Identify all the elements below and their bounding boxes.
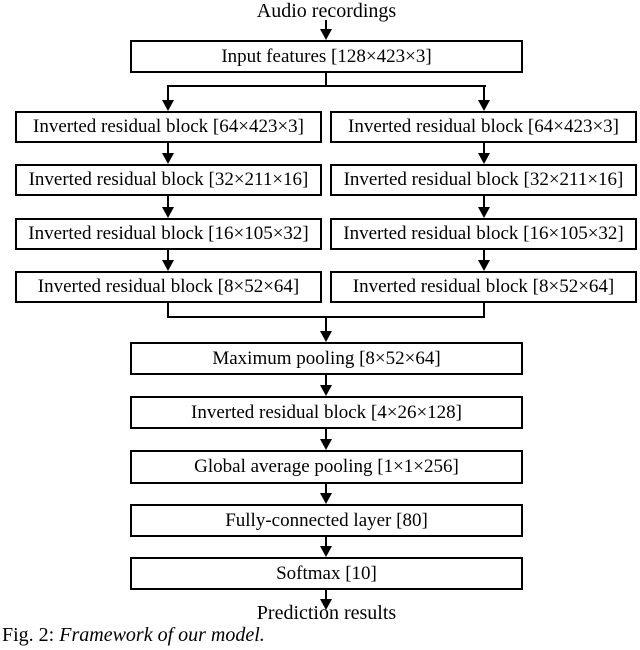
node-maximum-pooling: Maximum pooling [8×52×64] [130,342,523,375]
node-right-irb-4: Inverted residual block [8×52×64] [330,271,637,303]
caption-prefix: Fig. 2: [2,624,60,646]
arrow-down-icon [161,143,175,164]
node-left-irb-2: Inverted residual block [32×211×16] [15,164,322,196]
node-right-irb-1: Inverted residual block [64×423×3] [330,111,637,143]
figure-caption: Fig. 2: Framework of our model. [2,624,265,647]
arrow-down-icon [161,250,175,271]
merge-right-line [483,303,485,318]
arrow-down-icon [319,429,333,450]
node-right-irb-2: Inverted residual block [32×211×16] [330,164,637,196]
fork-horizontal-line [168,85,486,87]
arrow-down-icon [319,484,333,504]
node-right-irb-3: Inverted residual block [16×105×32] [330,218,637,250]
source-label: Audio recordings [256,0,397,22]
arrow-down-icon [319,316,333,342]
sink-label: Prediction results [256,602,397,624]
node-left-irb-1: Inverted residual block [64×423×3] [15,111,322,143]
arrow-down-icon [161,85,175,111]
arrow-down-icon [319,20,333,40]
node-input-features: Input features [128×423×3] [130,40,523,73]
node-softmax: Softmax [10] [130,557,523,590]
arrow-down-icon [319,375,333,396]
node-inverted-residual-block-5: Inverted residual block [4×26×128] [130,396,523,429]
merge-left-line [167,303,169,318]
arrow-down-icon [477,196,491,218]
arrow-down-icon [477,85,491,111]
node-left-irb-3: Inverted residual block [16×105×32] [15,218,322,250]
arrow-down-icon [161,196,175,218]
node-global-average-pooling: Global average pooling [1×1×256] [130,450,523,484]
arrow-down-icon [477,250,491,271]
arrow-down-icon [319,590,333,610]
fork-stem-line [325,73,327,87]
caption-title: Framework of our model. [59,624,265,646]
node-left-irb-4: Inverted residual block [8×52×64] [15,271,322,303]
arrow-down-icon [319,537,333,557]
node-fully-connected-layer: Fully-connected layer [80] [130,504,523,537]
arrow-down-icon [477,143,491,164]
